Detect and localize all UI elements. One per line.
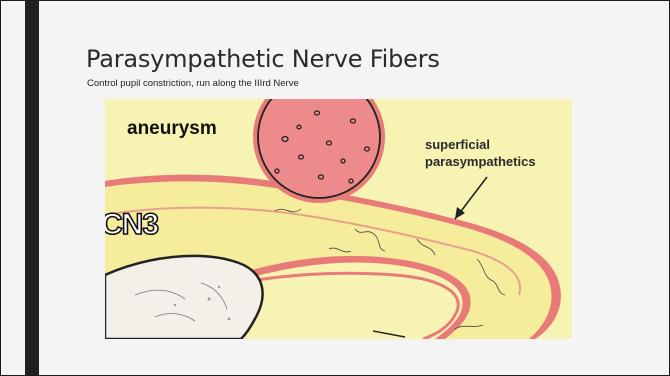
label-superficial-line2: parasympathetics <box>425 153 536 170</box>
label-superficial-line1: superficial <box>425 136 536 153</box>
label-aneurysm: aneurysm <box>127 118 217 140</box>
nerve-illustration: aneurysm CN3 superficial parasympathetic… <box>105 99 572 339</box>
label-superficial-parasympathetics: superficial parasympathetics <box>425 136 536 170</box>
bone-structure <box>105 256 263 339</box>
accent-bar <box>25 1 39 376</box>
slide-subtitle: Control pupil constriction, run along th… <box>87 78 299 89</box>
label-cn3: CN3 <box>105 208 158 242</box>
slide-title: Parasympathetic Nerve Fibers <box>86 45 440 73</box>
